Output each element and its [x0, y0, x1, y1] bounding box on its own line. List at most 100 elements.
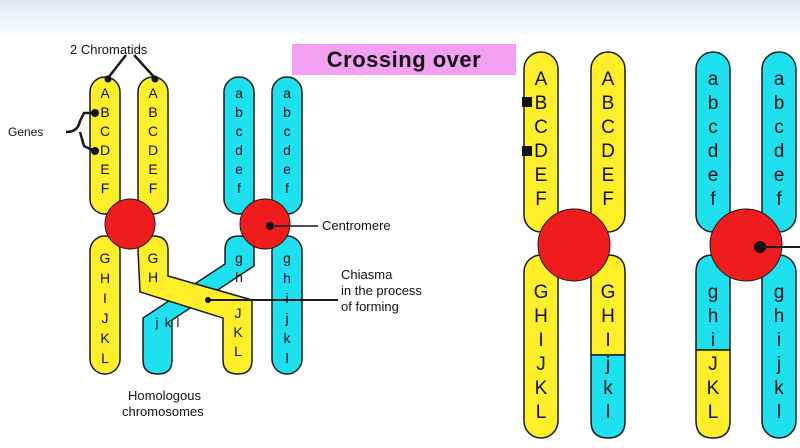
chromatid-f1-lower-yellow-segment	[695, 349, 731, 439]
gene-marker	[522, 146, 532, 156]
label-homologous-2: chromosomes	[122, 404, 204, 419]
left-c3-lower-gene-j: j	[155, 315, 159, 330]
left-c4-lower-gene-l: l	[285, 350, 288, 366]
left-c1-lower-gene-H: H	[100, 270, 110, 286]
right-c2-lower-gene-l: l	[606, 402, 610, 423]
right-c1-lower-gene-I: I	[538, 330, 543, 351]
chromatid-lower-1	[89, 235, 121, 375]
title-banner: Crossing over	[292, 44, 516, 75]
chiasma-point-dot	[205, 297, 211, 303]
left-c1-lower-gene-L: L	[101, 350, 109, 366]
right-c2-lower-gene-k: k	[603, 378, 613, 399]
farright-c1-gene-c: c	[708, 117, 718, 138]
right-c2-lower-gene-H: H	[601, 306, 615, 327]
farright-c2-lower-gene-l: l	[777, 402, 781, 423]
left-c1-lower-gene-G: G	[100, 250, 111, 266]
right-c2-gene-C: C	[601, 117, 615, 138]
chromatid-r2-lower-cyan-segment	[590, 354, 626, 439]
chromatid-pointer-dot	[104, 75, 112, 83]
left-c2-lower-gene-L: L	[234, 343, 242, 359]
label-chiasma-1: Chiasma	[341, 267, 393, 282]
left-c4-lower-gene-g: g	[283, 250, 291, 266]
left-c2-gene-D: D	[148, 142, 158, 158]
label-chiasma-2: in the process	[341, 283, 422, 298]
right-c2-lower-gene-I: I	[605, 330, 610, 351]
right-c2-gene-A: A	[602, 69, 615, 90]
left-c2-gene-B: B	[148, 104, 157, 120]
chromatid-upper-3	[223, 76, 255, 215]
left-c4-lower-gene-h: h	[283, 270, 291, 286]
left-c2-gene-A: A	[148, 85, 158, 101]
farright-c2-gene-a: a	[774, 69, 785, 90]
left-c3-lower-gene-h: h	[235, 269, 243, 285]
farright-c2-gene-b: b	[774, 93, 785, 114]
right-c1-lower-gene-G: G	[534, 282, 549, 303]
farright-c2-lower-gene-i: i	[777, 330, 781, 351]
left-c3-lower-gene-l: l	[177, 315, 180, 330]
right-c2-lower-gene-j: j	[605, 354, 610, 375]
left-c1-gene-F: F	[101, 180, 110, 196]
left-c4-lower-gene-i: i	[285, 290, 288, 306]
centromere-farright	[709, 208, 783, 282]
right-c2-gene-F: F	[602, 189, 614, 210]
left-c4-gene-d: d	[283, 142, 291, 158]
gene-marker-dot	[91, 147, 99, 155]
left-c2-gene-C: C	[148, 123, 158, 139]
left-c1-gene-B: B	[100, 104, 109, 120]
right-c1-lower-gene-J: J	[536, 354, 546, 375]
left-c2-lower-gene-K: K	[233, 324, 243, 340]
diagram-title: Crossing over	[326, 46, 482, 72]
farright-c1-lower-gene-i: i	[711, 330, 715, 351]
farright-c2-lower-gene-g: g	[774, 282, 785, 303]
left-c1-lower-gene-I: I	[103, 290, 107, 306]
right-c1-gene-A: A	[535, 69, 548, 90]
centromere-right-yellow	[537, 208, 611, 282]
left-gene-letters: ABCDEFABCDEFabcdefabcdefGHIJKLghijklGHJK…	[100, 85, 292, 366]
farright-c2-gene-f: f	[776, 189, 782, 210]
right-c1-gene-B: B	[535, 93, 548, 114]
farright-c1-gene-b: b	[708, 93, 719, 114]
farright-c1-lower-gene-K: K	[707, 378, 720, 399]
left-c2-lower-gene-J: J	[235, 305, 242, 321]
left-c4-lower-gene-k: k	[284, 330, 292, 346]
right-c2-lower-gene-G: G	[601, 282, 616, 303]
label-homologous-1: Homologous	[128, 388, 201, 403]
left-c2-gene-F: F	[149, 180, 158, 196]
centromere-right	[239, 198, 291, 250]
label-centromere: Centromere	[322, 218, 391, 233]
right-c1-gene-C: C	[534, 117, 548, 138]
left-c1-gene-E: E	[100, 161, 109, 177]
left-c4-lower-gene-j: j	[284, 310, 288, 326]
farright-c1-gene-e: e	[708, 165, 719, 186]
right-c1-gene-E: E	[535, 165, 548, 186]
top-fade-band	[0, 0, 800, 38]
left-c3-gene-b: b	[235, 104, 243, 120]
farright-c1-gene-d: d	[708, 141, 719, 162]
genes-bracket	[65, 111, 95, 153]
left-c1-lower-gene-K: K	[100, 330, 110, 346]
label-chiasma-3: of forming	[341, 299, 399, 314]
farright-c2-gene-c: c	[774, 117, 784, 138]
chromatid-lower-3-cyan	[142, 235, 255, 375]
left-c3-gene-e: e	[235, 161, 243, 177]
farright-c2-lower-gene-k: k	[774, 378, 784, 399]
left-c2-lower-gene-G: G	[148, 250, 159, 266]
left-c4-gene-b: b	[283, 104, 291, 120]
left-c1-gene-A: A	[100, 85, 110, 101]
right-c2-gene-B: B	[602, 93, 615, 114]
left-c2-lower-gene-H: H	[148, 269, 158, 285]
right-c2-gene-E: E	[602, 165, 615, 186]
right-c1-lower-gene-L: L	[536, 402, 547, 423]
left-c1-gene-D: D	[100, 142, 110, 158]
farright-c1-lower-gene-g: g	[708, 282, 719, 303]
left-c3-lower-gene-g: g	[235, 250, 243, 266]
left-c4-gene-e: e	[283, 161, 291, 177]
farright-c2-gene-e: e	[774, 165, 785, 186]
label-chromatids: 2 Chromatids	[70, 42, 148, 57]
chromatid-pointer-dot	[151, 75, 159, 83]
left-c4-gene-f: f	[285, 180, 289, 196]
